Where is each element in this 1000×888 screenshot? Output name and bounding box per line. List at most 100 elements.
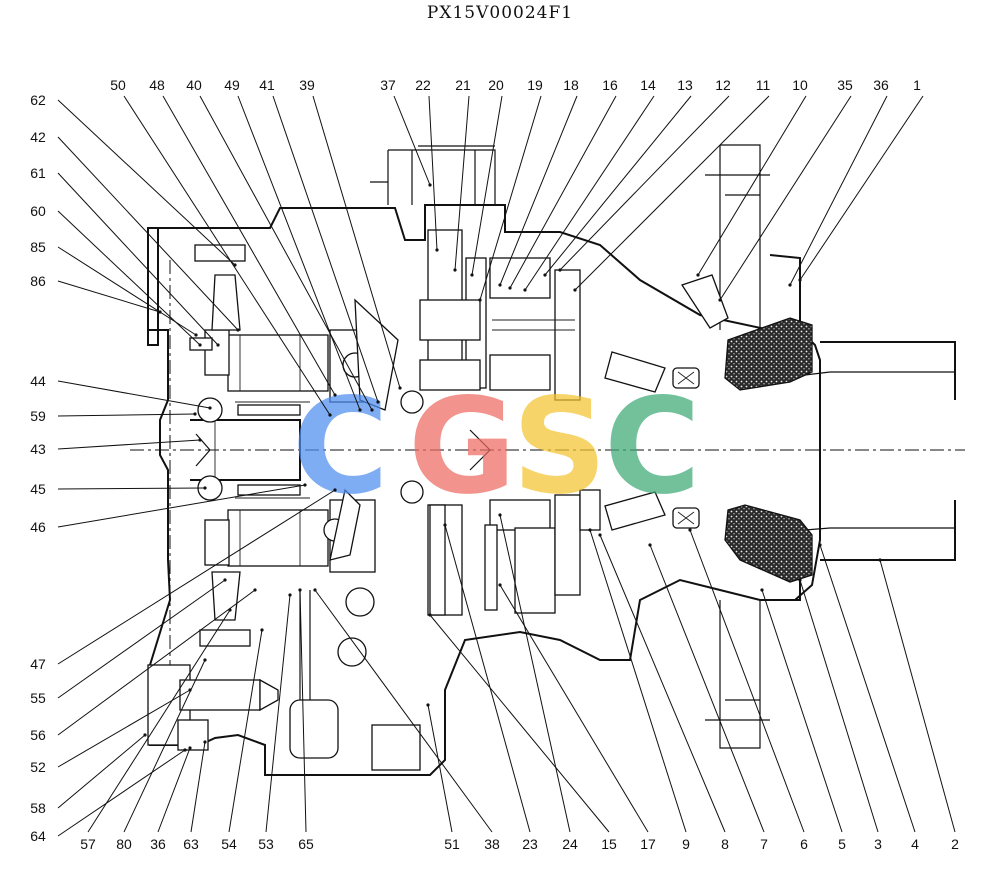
leader-bottom-8-arrowhead: [598, 533, 602, 537]
leader-top-21: [454, 95, 470, 271]
leader-bottom-54-arrowhead: [260, 628, 264, 632]
leader-bottom-38: [314, 589, 493, 833]
callout-bottom-7: 7: [760, 836, 768, 852]
diagram-title: PX15V00024F1: [427, 3, 573, 23]
cgsc-watermark: C G S C: [292, 370, 701, 524]
leader-top-11: [574, 95, 770, 291]
leader-left-42-arrowhead: [236, 328, 240, 332]
leader-top-14: [524, 95, 655, 291]
leader-bottom-36-arrowhead: [188, 746, 192, 750]
watermark-letter-g: G: [408, 370, 516, 524]
leader-left-59: [57, 413, 196, 417]
leader-top-50-arrowhead: [328, 413, 332, 417]
callout-left-86: 86: [30, 273, 46, 289]
leader-top-39: [312, 95, 401, 389]
leader-bottom-36: [157, 747, 191, 833]
callout-left-45: 45: [30, 481, 46, 497]
leader-left-45-arrowhead: [203, 486, 207, 490]
callout-left-64: 64: [30, 828, 46, 844]
leader-bottom-51-arrowhead: [426, 703, 430, 707]
leader-top-49-arrowhead: [358, 408, 362, 412]
leader-bottom-5-arrowhead: [760, 588, 764, 592]
leader-left-60: [57, 210, 201, 346]
leader-left-62-arrowhead: [233, 263, 237, 267]
leader-top-48: [162, 95, 336, 396]
leader-top-18-arrowhead: [498, 283, 502, 287]
callout-top-13: 13: [677, 77, 693, 93]
leader-top-20: [471, 95, 503, 276]
leader-top-11-arrowhead: [573, 288, 577, 292]
leader-top-49: [237, 95, 361, 411]
leader-bottom-7: [649, 544, 765, 833]
leader-top-10: [697, 95, 807, 276]
leader-top-16: [509, 95, 617, 289]
callout-top-19: 19: [527, 77, 543, 93]
callout-bottom-9: 9: [682, 836, 690, 852]
leader-left-61: [57, 172, 219, 346]
leader-bottom-57-arrowhead: [228, 608, 232, 612]
leader-top-10-arrowhead: [696, 273, 700, 277]
leader-left-60-arrowhead: [198, 343, 202, 347]
leader-bottom-8: [599, 534, 726, 833]
callout-left-58: 58: [30, 800, 46, 816]
callout-bottom-2: 2: [951, 836, 959, 852]
leader-left-43-arrowhead: [198, 438, 202, 442]
leader-left-86-arrowhead: [158, 310, 162, 314]
leader-top-18: [499, 95, 578, 286]
leader-top-40: [199, 95, 373, 411]
leader-top-22: [428, 95, 438, 251]
callout-left-85: 85: [30, 239, 46, 255]
callout-bottom-51: 51: [444, 836, 460, 852]
leader-left-46: [57, 484, 306, 528]
callout-bottom-80: 80: [116, 836, 132, 852]
callout-top-11: 11: [756, 77, 771, 93]
leader-top-35: [719, 95, 852, 301]
leader-bottom-4: [819, 544, 916, 833]
leader-top-40-arrowhead: [370, 408, 374, 412]
leader-bottom-38-arrowhead: [313, 588, 317, 592]
leader-left-62: [57, 99, 236, 266]
callout-top-10: 10: [792, 77, 808, 93]
callout-bottom-53: 53: [258, 836, 274, 852]
leader-left-56-arrowhead: [253, 588, 257, 592]
callout-bottom-36: 36: [150, 836, 166, 852]
leader-bottom-7-arrowhead: [648, 543, 652, 547]
callout-left-44: 44: [30, 373, 46, 389]
leader-bottom-51: [427, 704, 453, 833]
leader-left-59-arrowhead: [193, 412, 197, 416]
callout-top-14: 14: [640, 77, 656, 93]
leader-top-13-arrowhead: [543, 273, 547, 277]
callout-left-46: 46: [30, 519, 46, 535]
leader-top-22-arrowhead: [435, 248, 439, 252]
leader-left-56: [57, 589, 256, 736]
leader-bottom-15-arrowhead: [428, 613, 432, 617]
callout-top-22: 22: [415, 77, 431, 93]
bearing-cup-lower: [724, 504, 813, 583]
callout-top-35: 35: [837, 77, 853, 93]
callout-bottom-54: 54: [221, 836, 237, 852]
leader-top-41-arrowhead: [376, 400, 380, 404]
callout-bottom-15: 15: [601, 836, 617, 852]
callout-bottom-23: 23: [522, 836, 538, 852]
leader-left-86: [57, 280, 161, 313]
leader-left-61-arrowhead: [216, 343, 220, 347]
leader-left-58-arrowhead: [143, 733, 147, 737]
callout-bottom-8: 8: [721, 836, 729, 852]
leader-left-64: [57, 749, 186, 837]
callout-top-37: 37: [380, 77, 396, 93]
leader-bottom-6-arrowhead: [688, 528, 692, 532]
callout-top-1: 1: [913, 77, 921, 93]
leader-left-55: [57, 579, 226, 699]
callout-top-41: 41: [259, 77, 275, 93]
callout-left-60: 60: [30, 203, 46, 219]
leader-bottom-53-arrowhead: [288, 593, 292, 597]
callout-top-12: 12: [715, 77, 731, 93]
leader-top-1: [799, 95, 924, 281]
callout-left-42: 42: [30, 129, 46, 145]
leader-bottom-65-arrowhead: [298, 588, 302, 592]
leader-top-20-arrowhead: [470, 273, 474, 277]
leader-left-44-arrowhead: [208, 406, 212, 410]
watermark-letter-c1: C: [292, 370, 389, 524]
leader-bottom-80: [123, 659, 206, 833]
leader-left-58: [57, 734, 146, 809]
